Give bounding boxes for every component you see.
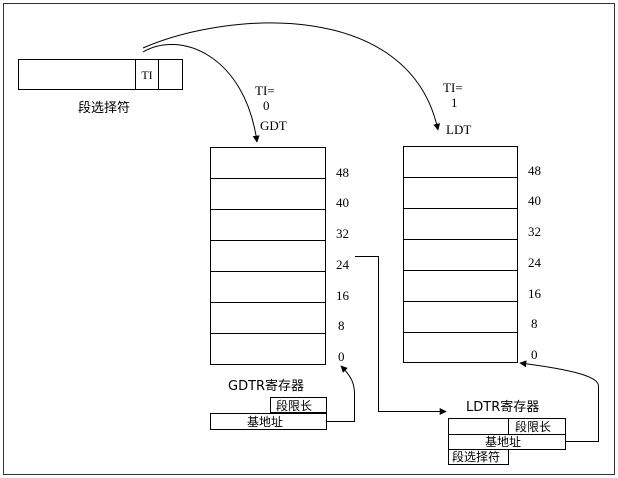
gdtr-limit-field <box>270 397 327 413</box>
ldtr-limit-label: 段限长 <box>515 419 551 434</box>
ldtr-title: LDTR寄存器 <box>466 399 539 415</box>
gdt-offset-8: 8 <box>338 318 345 333</box>
gdtr-limit-label: 段限长 <box>276 398 312 413</box>
gdt24-to-ldtr-connector <box>355 256 447 415</box>
ldt-offset-48: 48 <box>528 163 541 178</box>
gdt-offset-24: 24 <box>336 257 350 272</box>
gdt-table: 48 40 32 24 16 8 0 <box>210 147 350 365</box>
gdt-offset-48: 48 <box>336 165 349 180</box>
gdtr-base-field <box>210 413 327 430</box>
ldt-ti-label: TI= <box>443 80 463 95</box>
gdt-offset-32: 32 <box>336 226 349 241</box>
ldt-table: 48 40 32 24 16 8 0 <box>403 146 542 363</box>
gdt-offset-40: 40 <box>336 195 349 210</box>
gdt-title: GDT <box>260 118 287 133</box>
ldt-title: LDT <box>446 122 471 137</box>
gdtr-title: GDTR寄存器 <box>228 378 304 394</box>
ldt-ti-value: 1 <box>451 95 458 110</box>
gdt-ti-value: 0 <box>263 98 270 113</box>
gdt-ti-label: TI= <box>255 83 275 98</box>
ldt-offset-8: 8 <box>531 316 538 331</box>
diagram-border <box>3 3 615 475</box>
ldtr-selector-label: 段选择符 <box>452 449 500 464</box>
ldtr-to-ldt-arrow <box>519 360 599 442</box>
gdt-offset-16: 16 <box>336 288 350 303</box>
selector-index-field <box>18 59 183 90</box>
gdtr-base-label: 基地址 <box>247 415 283 429</box>
gdtr-register: GDTR寄存器 段限长 基地址 <box>210 378 327 430</box>
ldt-offset-0: 0 <box>531 347 538 362</box>
gdt-offset-0: 0 <box>338 349 345 364</box>
segment-selector: TI 段选择符 <box>18 59 183 116</box>
ti0-arrow-to-gdt <box>142 44 260 143</box>
ldt-offset-40: 40 <box>528 193 541 208</box>
ldt-offset-16: 16 <box>528 286 542 301</box>
selector-caption: 段选择符 <box>78 100 130 116</box>
ldt-offset-32: 32 <box>528 224 541 239</box>
ldtr-base-label: 基地址 <box>485 435 521 449</box>
ti1-arrow-to-ldt <box>142 22 441 131</box>
ldtr-selector-field <box>448 449 509 465</box>
ldt-offset-24: 24 <box>528 255 542 270</box>
ldtr-register: LDTR寄存器 段限长 基地址 段选择符 <box>448 399 566 465</box>
gdtr-to-gdt-arrow <box>327 365 355 422</box>
selector-ti-field: TI <box>141 68 152 82</box>
